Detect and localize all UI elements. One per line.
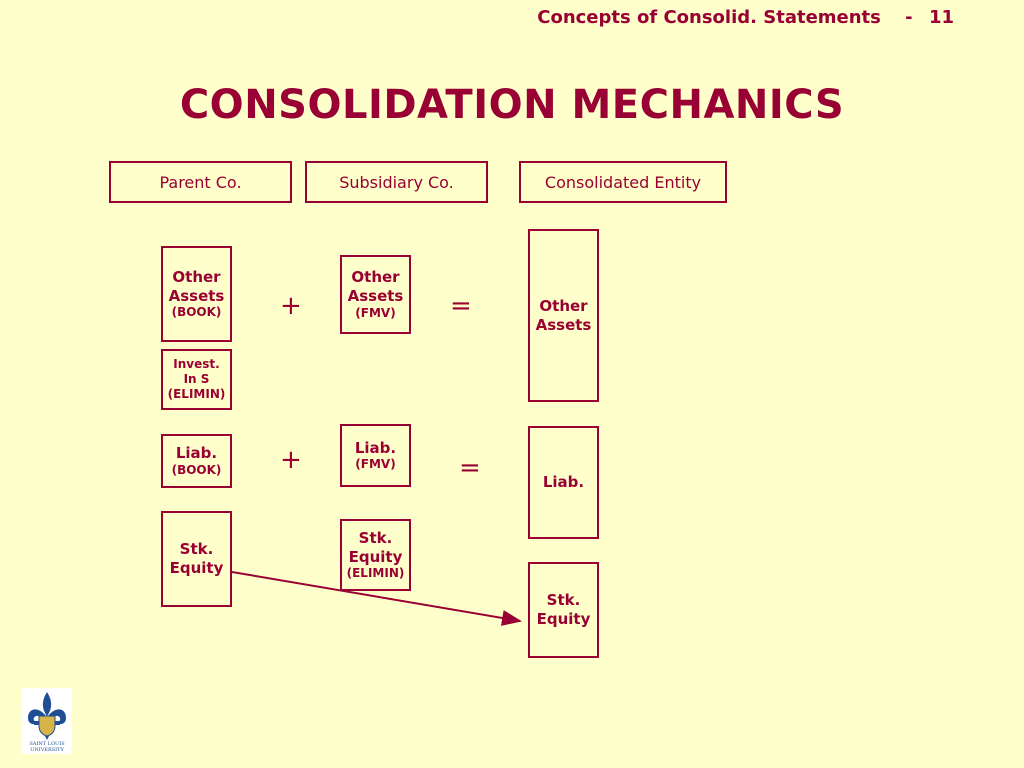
logo-line1: SAINT LOUIS: [29, 741, 65, 747]
logo-line2: UNIVERSITY: [30, 747, 64, 753]
parent-equity-line2: Equity: [169, 559, 224, 577]
subsidiary-equity-basis: (ELIMIN): [346, 566, 405, 581]
fleur-de-lis-icon: [22, 688, 72, 754]
slide-header: Concepts of Consolid. Statements - 11: [537, 7, 954, 28]
consolidated-equity-line2: Equity: [536, 610, 591, 628]
subsidiary-other-assets-box: Other Assets (FMV): [340, 255, 411, 334]
subsidiary-equity-line2: Equity: [348, 547, 403, 566]
parent-invest-box: Invest. In S (ELIMIN): [161, 349, 232, 410]
subsidiary-liab-box: Liab. (FMV): [340, 424, 411, 487]
consolidated-other-assets-line2: Assets: [535, 315, 592, 334]
column-header-parent: Parent Co.: [109, 161, 292, 203]
parent-invest-basis: (ELIMIN): [167, 387, 226, 401]
parent-liab-line1: Liab.: [175, 444, 218, 463]
parent-invest-line2: In S: [183, 372, 210, 386]
subsidiary-liab-line1: Liab.: [354, 438, 397, 457]
parent-other-assets-line1: Other: [172, 267, 221, 286]
parent-equity-box: Stk. Equity: [161, 511, 232, 607]
subsidiary-other-assets-basis: (FMV): [355, 305, 396, 320]
subsidiary-liab-basis: (FMV): [355, 457, 396, 472]
parent-other-assets-basis: (BOOK): [171, 305, 222, 320]
consolidated-equity-box: Stk. Equity: [528, 562, 599, 658]
equity-arrow-line: [231, 571, 522, 626]
slide-title: CONSOLIDATION MECHANICS: [179, 82, 845, 128]
equals-sign-assets: =: [450, 291, 472, 321]
consolidated-equity-line1: Stk.: [546, 591, 581, 610]
parent-other-assets-box: Other Assets (BOOK): [161, 246, 232, 342]
subsidiary-other-assets-line1: Other: [351, 268, 400, 287]
consolidated-other-assets-line1: Other: [539, 296, 588, 315]
parent-invest-line1: Invest.: [173, 357, 220, 371]
column-header-consolidated: Consolidated Entity: [519, 161, 727, 203]
parent-equity-line1: Stk.: [179, 540, 214, 559]
header-separator: -: [905, 7, 913, 28]
subsidiary-equity-line1: Stk.: [358, 528, 393, 547]
plus-sign-assets: +: [280, 291, 302, 321]
consolidated-other-assets-box: Other Assets: [528, 229, 599, 402]
equals-sign-liab: =: [459, 453, 481, 483]
column-header-subsidiary: Subsidiary Co.: [305, 161, 488, 203]
subsidiary-other-assets-line2: Assets: [347, 287, 404, 305]
parent-liab-basis: (BOOK): [171, 462, 222, 477]
page-number: 11: [928, 7, 954, 28]
parent-other-assets-line2: Assets: [168, 286, 225, 305]
consolidated-liab-line1: Liab.: [542, 473, 585, 492]
consolidated-liab-box: Liab.: [528, 426, 599, 539]
parent-liab-box: Liab. (BOOK): [161, 434, 232, 488]
plus-sign-liab: +: [280, 445, 302, 475]
subsidiary-equity-box: Stk. Equity (ELIMIN): [340, 519, 411, 591]
header-text: Concepts of Consolid. Statements: [537, 7, 881, 28]
saint-louis-university-logo: SAINT LOUIS UNIVERSITY: [22, 688, 72, 754]
